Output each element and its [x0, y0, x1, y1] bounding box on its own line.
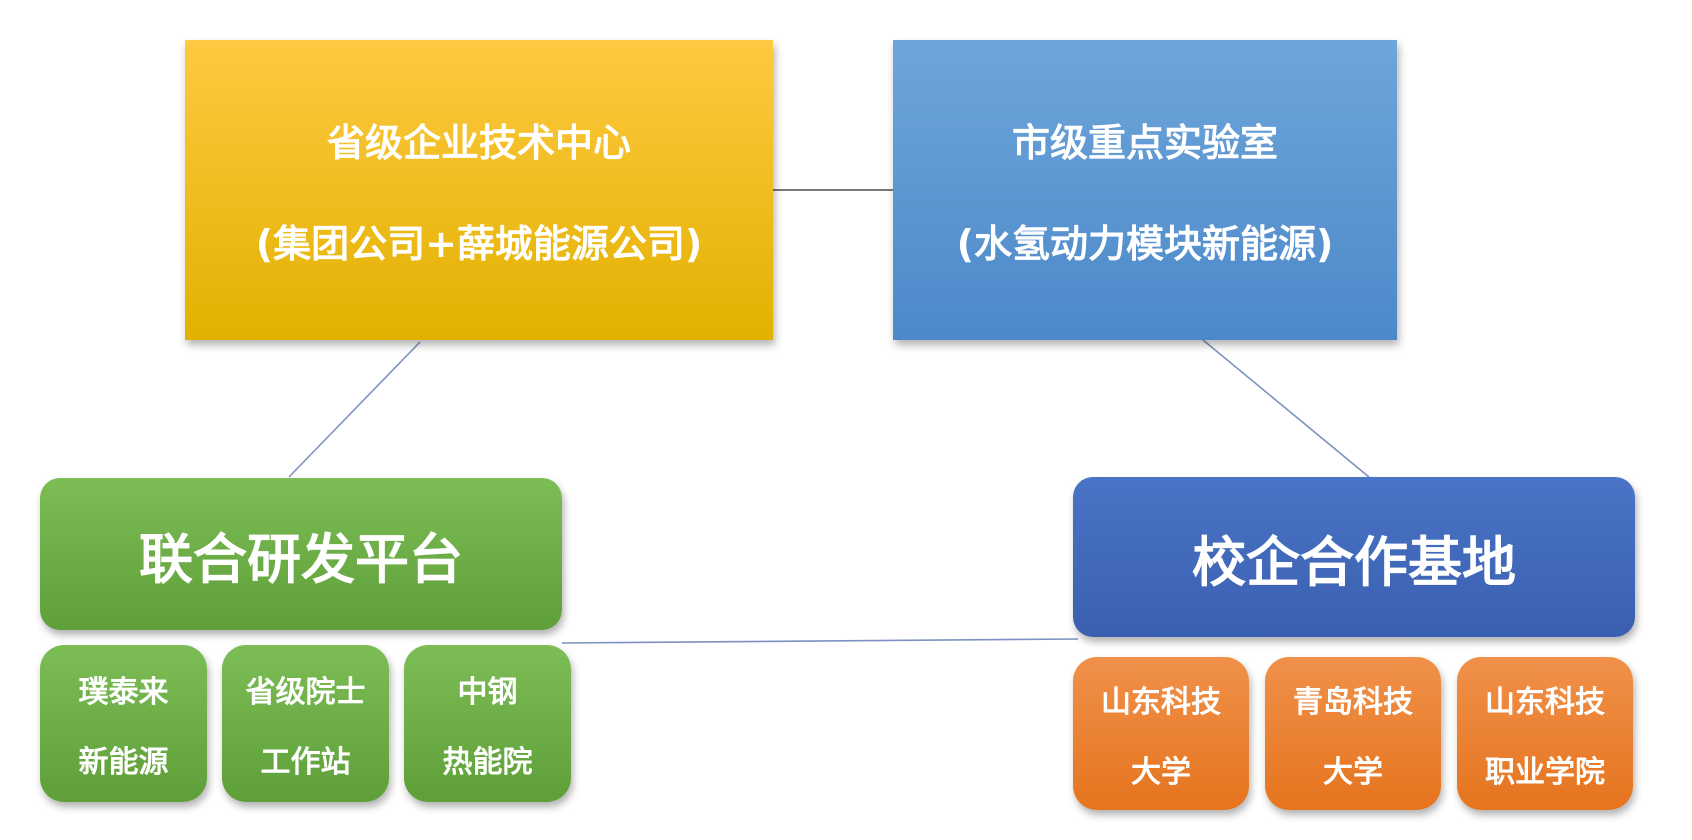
base-partner-line2: 大学	[1323, 754, 1383, 790]
node-rd-partner-putailai: 璞泰来 新能源	[40, 645, 207, 802]
base-partner-line2: 大学	[1131, 754, 1191, 790]
node-base-partner-sdust: 山东科技 大学	[1073, 657, 1249, 810]
base-partner-line1: 山东科技	[1485, 684, 1605, 720]
node-rd-partner-academician-station: 省级院士 工作站	[222, 645, 389, 802]
rd-partner-line1: 中钢	[457, 674, 518, 710]
node-joint-rd-platform: 联合研发平台	[40, 478, 562, 630]
rd-partner-line2: 热能院	[442, 744, 533, 780]
base-partner-line2: 职业学院	[1485, 754, 1605, 790]
municipal-key-lab-subtitle: (水氢动力模块新能源)	[956, 222, 1334, 266]
joint-rd-platform-label: 联合研发平台	[139, 527, 463, 591]
rd-partner-line2: 新能源	[78, 744, 169, 780]
connector-gold-to-green	[288, 341, 421, 478]
school-enterprise-base-label: 校企合作基地	[1192, 530, 1516, 594]
base-partner-line1: 青岛科技	[1293, 684, 1413, 720]
provincial-tech-center-subtitle: (集团公司+薛城能源公司)	[255, 222, 703, 266]
connector-green-to-base	[561, 638, 1079, 644]
rd-partner-line1: 省级院士	[245, 674, 366, 710]
node-school-enterprise-base: 校企合作基地	[1073, 477, 1635, 637]
provincial-tech-center-title: 省级企业技术中心	[326, 121, 631, 165]
rd-partner-line2: 工作站	[260, 744, 351, 780]
node-municipal-key-lab: 市级重点实验室 (水氢动力模块新能源)	[893, 40, 1397, 340]
municipal-key-lab-title: 市级重点实验室	[1011, 121, 1278, 165]
rd-partner-line1: 璞泰来	[78, 674, 169, 710]
node-base-partner-qust: 青岛科技 大学	[1265, 657, 1441, 810]
node-provincial-tech-center: 省级企业技术中心 (集团公司+薛城能源公司)	[185, 40, 773, 340]
base-partner-line1: 山东科技	[1101, 684, 1221, 720]
node-base-partner-svict: 山东科技 职业学院	[1457, 657, 1633, 810]
connector-blue-to-base	[1202, 339, 1370, 478]
node-rd-partner-sinosteel: 中钢 热能院	[404, 645, 571, 802]
